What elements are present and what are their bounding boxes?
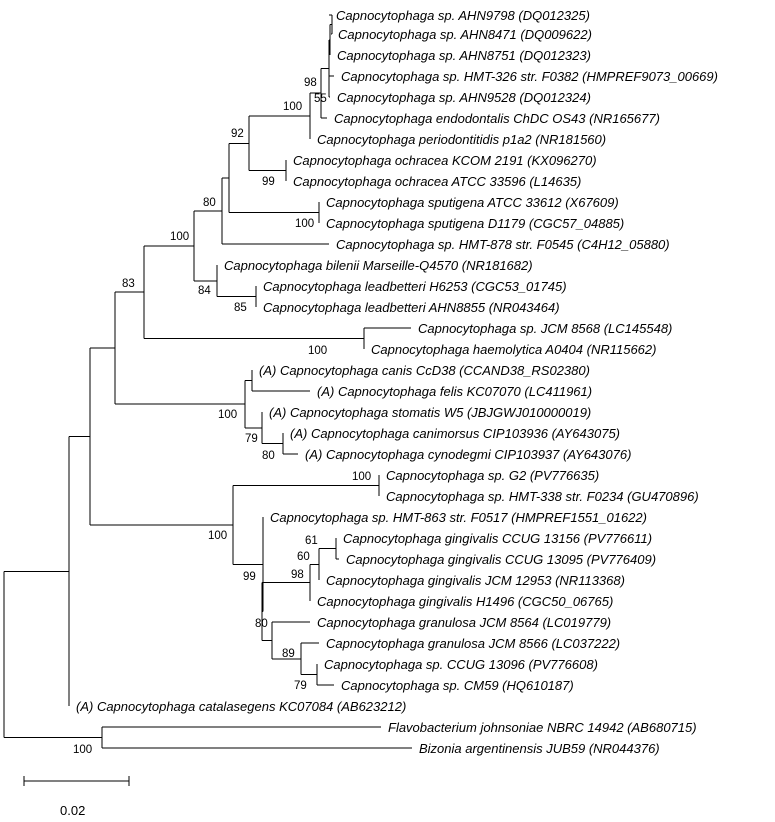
bootstrap-value: 89 — [282, 648, 295, 660]
taxon-label: (A) Capnocytophaga canimorsus CIP103936 … — [290, 426, 620, 441]
bootstrap-value: 99 — [262, 176, 275, 188]
bootstrap-value: 61 — [305, 535, 318, 547]
taxon-label: Capnocytophaga sp. HMT-863 str. F0517 (H… — [270, 510, 647, 525]
taxon-label: Capnocytophaga granulosa JCM 8566 (LC037… — [326, 636, 620, 651]
taxon-label: Capnocytophaga sp. HMT-326 str. F0382 (H… — [341, 69, 718, 84]
bootstrap-value: 85 — [234, 302, 247, 314]
taxon-label: Capnocytophaga haemolytica A0404 (NR1156… — [371, 342, 656, 357]
bootstrap-value: 98 — [304, 77, 317, 89]
taxon-label: (A) Capnocytophaga stomatis W5 (JBJGWJ01… — [269, 405, 591, 420]
bootstrap-value: 100 — [283, 101, 302, 113]
scale-bar-label: 0.02 — [60, 803, 85, 818]
taxon-label: Capnocytophaga sp. AHN8471 (DQ009622) — [338, 27, 592, 42]
taxon-label: Capnocytophaga sp. HMT-338 str. F0234 (G… — [386, 489, 699, 504]
taxon-label: Capnocytophaga sp. CCUG 13096 (PV776608) — [324, 657, 598, 672]
taxon-label: Capnocytophaga leadbetteri AHN8855 (NR04… — [263, 300, 560, 315]
bootstrap-value: 55 — [314, 93, 327, 105]
bootstrap-value: 100 — [170, 231, 189, 243]
taxon-label: Capnocytophaga bilenii Marseille-Q4570 (… — [224, 258, 533, 273]
taxon-label: (A) Capnocytophaga catalasegens KC07084 … — [76, 699, 406, 714]
taxon-label: Capnocytophaga periodontitidis p1a2 (NR1… — [317, 132, 606, 147]
taxon-label: Capnocytophaga endodontalis ChDC OS43 (N… — [334, 111, 660, 126]
bootstrap-value: 100 — [352, 471, 371, 483]
taxon-label: Capnocytophaga sp. CM59 (HQ610187) — [341, 678, 574, 693]
bootstrap-value: 98 — [291, 569, 304, 581]
taxon-label: (A) Capnocytophaga felis KC07070 (LC4119… — [317, 384, 592, 399]
bootstrap-value: 99 — [243, 571, 256, 583]
tree-branches — [3, 14, 412, 749]
taxon-label: Capnocytophaga gingivalis H1496 (CGC50_0… — [317, 594, 613, 609]
taxon-labels: Capnocytophaga sp. AHN9798 (DQ012325) Cap… — [76, 8, 718, 756]
taxon-label: Capnocytophaga leadbetteri H6253 (CGC53_… — [263, 279, 567, 294]
bootstrap-value: 80 — [203, 197, 216, 209]
taxon-label: Capnocytophaga gingivalis CCUG 13095 (PV… — [346, 552, 656, 567]
bootstrap-value: 79 — [245, 433, 258, 445]
bootstrap-value: 100 — [73, 744, 92, 756]
bootstrap-value: 80 — [262, 450, 275, 462]
bootstrap-value: 92 — [231, 128, 244, 140]
bootstrap-value: 83 — [122, 278, 135, 290]
bootstrap-value: 100 — [208, 530, 227, 542]
taxon-label: Capnocytophaga sp. G2 (PV776635) — [386, 468, 599, 483]
taxon-label: Capnocytophaga sp. HMT-878 str. F0545 (C… — [336, 237, 670, 252]
taxon-label: Capnocytophaga sputigena ATCC 33612 (X67… — [326, 195, 619, 210]
taxon-label: Capnocytophaga sp. AHN9528 (DQ012324) — [337, 90, 591, 105]
taxon-label: Capnocytophaga sp. JCM 8568 (LC145548) — [418, 321, 672, 336]
bootstrap-value: 80 — [255, 618, 268, 630]
taxon-label: Capnocytophaga gingivalis JCM 12953 (NR1… — [326, 573, 625, 588]
bootstrap-value: 100 — [218, 409, 237, 421]
bootstrap-values: 98 55 100 92 99 100 80 100 84 85 83 100 100 79 80 100 10… — [73, 77, 371, 756]
taxon-label: (A) Capnocytophaga cynodegmi CIP103937 (… — [305, 447, 631, 462]
taxon-label: Bizonia argentinensis JUB59 (NR044376) — [419, 741, 660, 756]
taxon-label: Capnocytophaga sputigena D1179 (CGC57_04… — [326, 216, 624, 231]
bootstrap-value: 100 — [308, 345, 327, 357]
taxon-label: Capnocytophaga sp. AHN9798 (DQ012325) — [336, 8, 590, 23]
bootstrap-value: 60 — [297, 551, 310, 563]
scale-bar: 0.02 — [23, 776, 130, 818]
taxon-label: Capnocytophaga ochracea KCOM 2191 (KX096… — [293, 153, 597, 168]
bootstrap-value: 79 — [294, 680, 307, 692]
taxon-label: Capnocytophaga gingivalis CCUG 13156 (PV… — [343, 531, 652, 546]
bootstrap-value: 100 — [295, 218, 314, 230]
bootstrap-value: 84 — [198, 285, 211, 297]
taxon-label: Flavobacterium johnsoniae NBRC 14942 (AB… — [388, 720, 697, 735]
taxon-label: Capnocytophaga ochracea ATCC 33596 (L146… — [293, 174, 581, 189]
taxon-label: (A) Capnocytophaga canis CcD38 (CCAND38_… — [259, 363, 590, 378]
taxon-label: Capnocytophaga granulosa JCM 8564 (LC019… — [317, 615, 611, 630]
taxon-label: Capnocytophaga sp. AHN8751 (DQ012323) — [337, 48, 591, 63]
